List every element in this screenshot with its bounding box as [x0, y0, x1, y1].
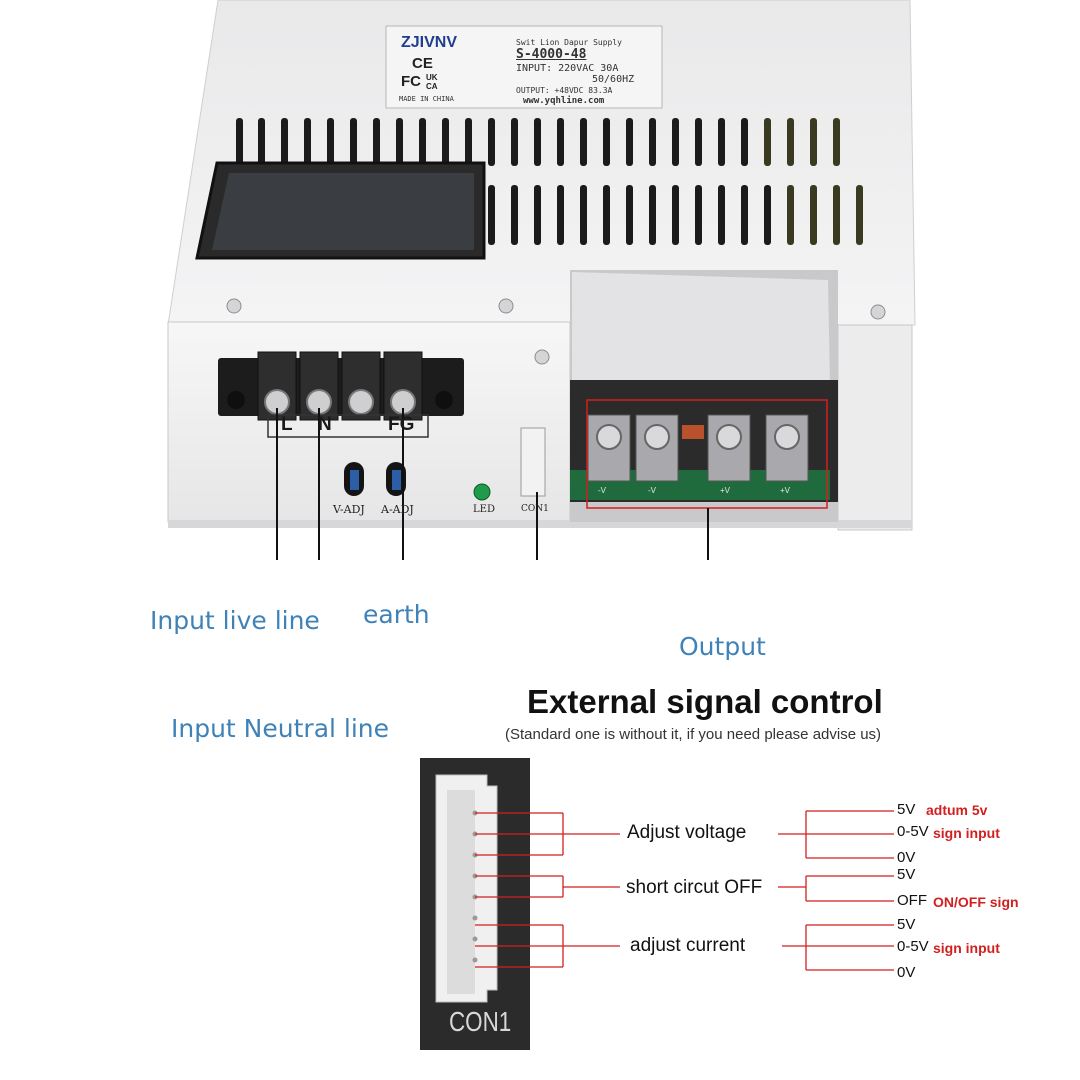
out-label-3: +V: [720, 486, 731, 495]
label-brand: ZJIVNV: [401, 34, 458, 51]
control-adjust-current: adjust current: [630, 935, 746, 956]
con1-connector: [520, 427, 546, 497]
pin-current-0v: 0V: [897, 964, 916, 981]
label-title: Swit Lion Dapur Supply: [516, 38, 622, 47]
label-url: www.yqhline.com: [523, 96, 605, 106]
power-supply-photo: [167, 0, 916, 560]
pin-onoff-sign: ON/OFF sign: [933, 894, 1019, 910]
ce-mark: CE: [412, 55, 433, 72]
callout-output: Output: [679, 632, 766, 661]
out-label-4: +V: [780, 486, 791, 495]
pin-current-5v: 5V: [897, 916, 916, 933]
vent-row-top: [236, 118, 840, 166]
pin-off-5v: 5V: [897, 866, 916, 883]
con1-connector-label: CON1: [449, 1006, 512, 1037]
signal-subtitle: (Standard one is without it, if you need…: [505, 726, 882, 743]
terminal-l-label: L: [281, 414, 293, 435]
label-freq: 50/60HZ: [592, 74, 635, 85]
led-label: LED: [473, 504, 495, 515]
label-made: MADE IN CHINA: [399, 95, 454, 103]
pin-voltage-5v: 5V: [897, 801, 916, 818]
out-label-1: -V: [598, 486, 606, 495]
control-short-circuit-off: short circut OFF: [626, 877, 763, 898]
callout-input-live-line: Input live line: [150, 606, 320, 635]
pin-voltage-0v: 0V: [897, 849, 916, 866]
label-output: OUTPUT: +48VDC 83.3A: [516, 86, 613, 95]
out-label-2: -V: [648, 486, 656, 495]
ukca-mark: UK CA: [426, 73, 438, 91]
control-adjust-voltage: Adjust voltage: [627, 822, 747, 843]
pin-voltage-5v-note: adtum 5v: [926, 802, 988, 818]
callout-earth: earth: [363, 600, 430, 629]
vent-row-bottom: [488, 185, 863, 245]
label-input: INPUT: 220VAC 30A: [516, 63, 619, 74]
pin-voltage-sign-input: sign input: [933, 825, 1000, 841]
signal-title: External signal control: [527, 683, 883, 720]
pin-current-0-5v: 0-5V: [897, 938, 929, 955]
fcc-mark: FC: [401, 73, 421, 90]
pin-off: OFF: [897, 892, 927, 909]
terminal-n-label: N: [318, 414, 332, 435]
output-terminals: [587, 414, 809, 482]
a-adj-label: A-ADJ: [381, 503, 414, 516]
callout-leaders: [276, 408, 709, 560]
pin-voltage-0-5v: 0-5V: [897, 823, 929, 840]
con1-label: CON1: [521, 504, 549, 514]
callout-input-neutral-line: Input Neutral line: [171, 714, 390, 743]
spec-label: [385, 25, 663, 109]
status-led: [473, 483, 491, 501]
pin-current-sign-input: sign input: [933, 940, 1000, 956]
v-adj-label: V-ADJ: [333, 503, 365, 516]
label-model: S-4000-48: [516, 47, 587, 62]
terminal-fg-label: FG: [388, 414, 415, 435]
